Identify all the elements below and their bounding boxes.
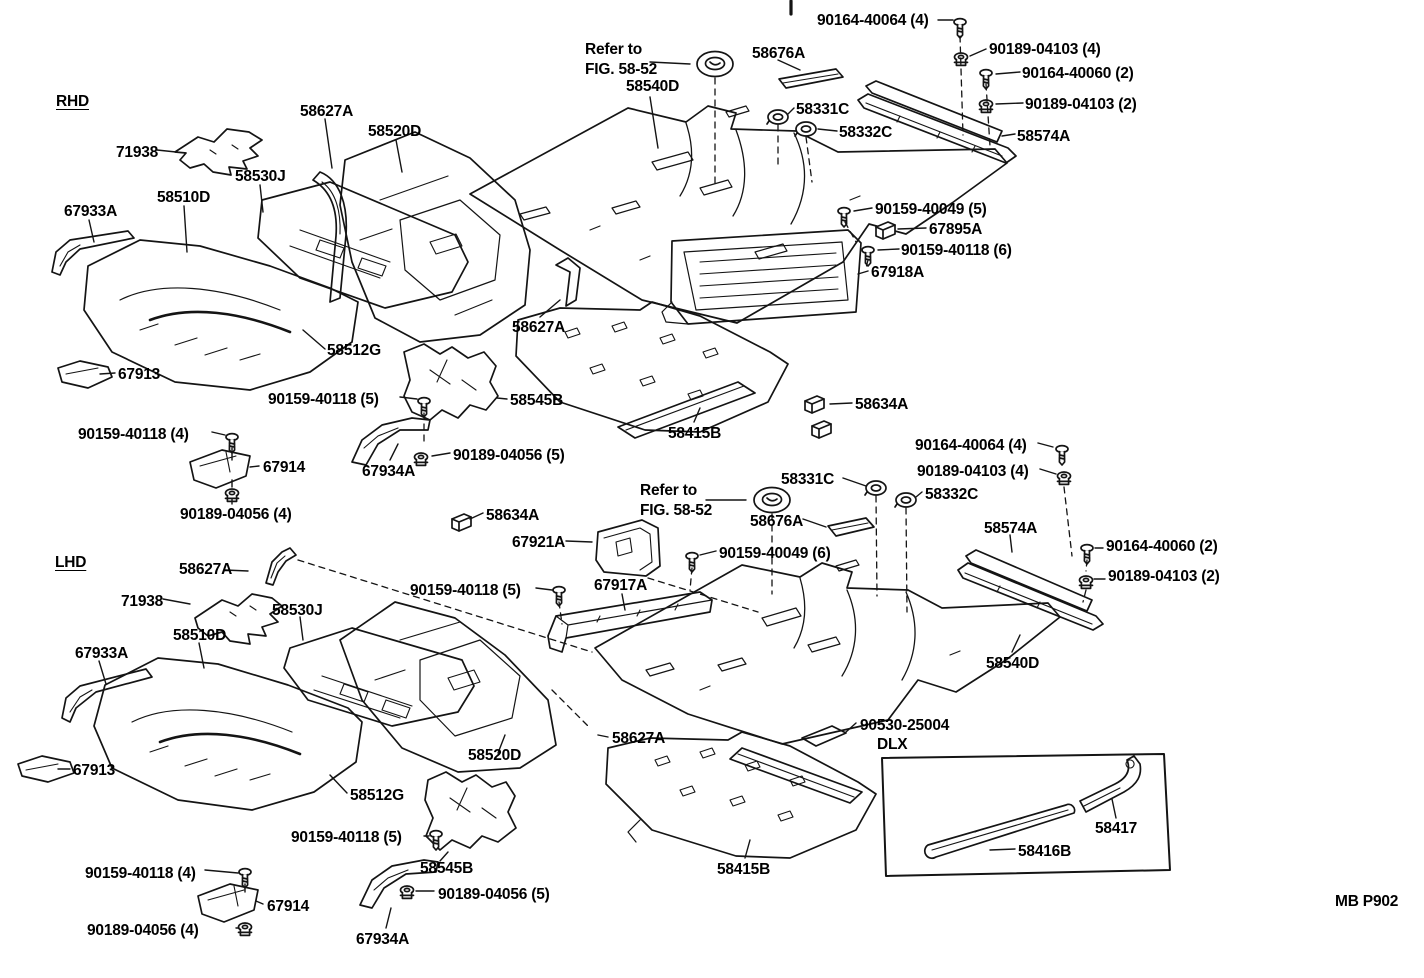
part-67921a-lhd-drawing [595,519,661,577]
part-58574a-lhd-drawing [957,549,1104,631]
lhd-drawing [17,444,1171,937]
part-67934a-rhd-drawing [351,417,431,466]
part-58676a-rhd-drawing [778,68,844,89]
leader-lines [57,19,1117,929]
part-58627a-lhd-drawing [265,547,297,586]
part-58627a-mid-rhd-drawing [555,257,581,307]
part-71938-lhd-drawing [194,593,283,645]
rhd-drawing [51,17,1017,503]
part-67913-lhd-drawing [17,755,75,783]
part-58520d-rhd-drawing [339,131,531,343]
part-58574a-rhd-drawing [857,80,1017,164]
part-67913-rhd-drawing [57,360,113,389]
part-58530j-lhd-drawing [283,627,475,727]
part-58540d-rhd-drawing [469,105,1008,324]
part-58510d-rhd-drawing [83,239,359,391]
part-58545b-rhd-drawing [403,343,499,421]
part-58530j-rhd-drawing [257,181,469,309]
part-58540d-lhd-drawing [594,559,1061,745]
part-71938-rhd-drawing [174,128,263,176]
part-58415b-lhd-drawing [605,731,877,859]
dashed-lines [297,35,1088,727]
part-58676a-lhd-drawing [827,517,875,537]
part-67934a-lhd-drawing [359,859,439,909]
part-58627a-rhd-drawing [312,171,348,303]
part-58417-drawing [1079,755,1142,813]
part-67914-lhd-drawing [197,883,259,923]
part-67917a-lhd-drawing [547,591,713,653]
part-90530-25004-drawing [801,725,847,747]
part-67918a-rhd-drawing [661,229,862,325]
part-58545b-lhd-drawing [424,771,517,851]
dlx-box [881,753,1171,877]
part-58520d-lhd-drawing [339,601,557,773]
part-67933a-lhd-drawing [61,668,153,723]
part-58510d-lhd-drawing [93,657,363,811]
part-58416b-drawing [923,803,1076,860]
part-67933a-rhd-drawing [51,230,135,276]
part-58415b-rhd-drawing [515,301,789,439]
part-67914-rhd-drawing [189,449,251,489]
